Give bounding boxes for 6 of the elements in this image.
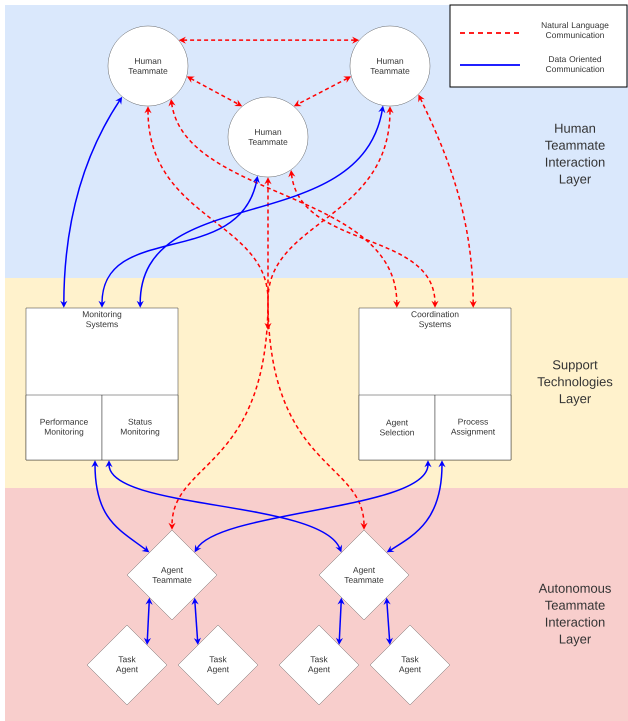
subsystem-box: Performance Monitoring [26, 394, 102, 460]
legend-label: Data Oriented Communication [546, 56, 604, 72]
subsystem-box: Status Monitoring [102, 394, 178, 460]
subsystem-box: Process Assignment [434, 394, 512, 460]
subsystem-box: Agent Selection [358, 394, 436, 460]
legend-label: Natural Language Communication [542, 22, 608, 38]
